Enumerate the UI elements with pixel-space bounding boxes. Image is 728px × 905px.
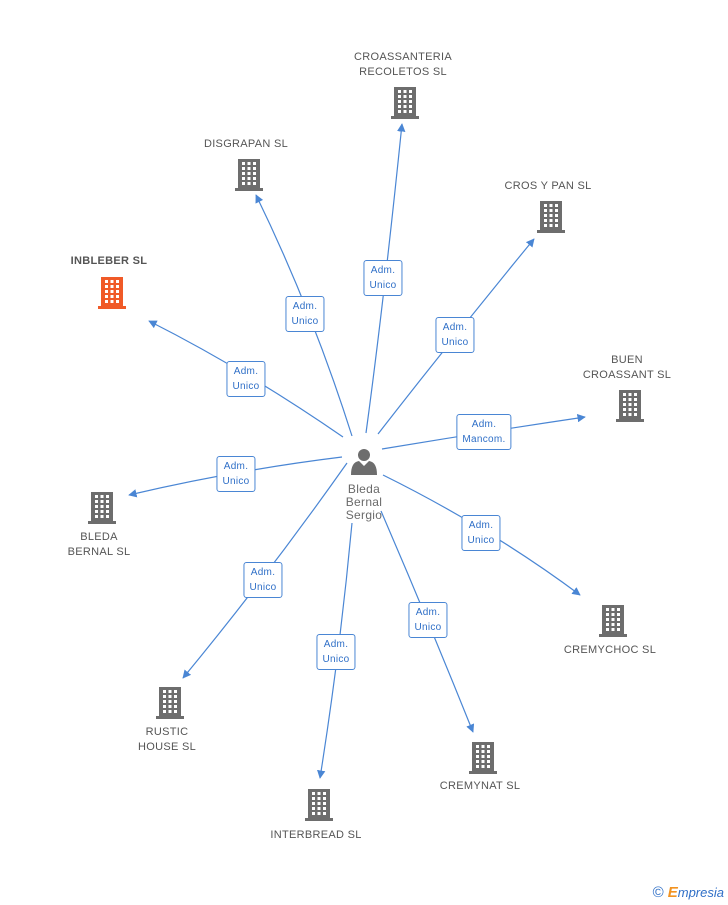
company-label-disgrapan[interactable]: DISGRAPAN SL [203,138,289,150]
company-label-interbread[interactable]: INTERBREAD SL [270,829,362,841]
company-label-buen-croassant[interactable]: BUEN CROASSANT SL [582,354,672,381]
company-label-cremynat[interactable]: CREMYNAT SL [439,780,521,792]
brand-name: mpresia [677,885,724,900]
relation-tag-cremychoc[interactable]: Adm. Unico [461,515,501,551]
relation-tag-line: Unico [414,622,442,633]
company-label-bleda-bernal[interactable]: BLEDA BERNAL SL [67,531,131,558]
edges-layer [128,123,586,779]
relation-tag-line: Unico [222,476,250,487]
relation-tag-line: Adm. [468,520,494,531]
relation-tag-line: Adm. [250,567,276,578]
relation-tag-line: Adm. [370,265,396,276]
relation-tag-line: Mancom. [462,434,506,445]
relation-tag-disgrapan[interactable]: Adm. Unico [285,296,325,332]
company-label-inbleber[interactable]: INBLEBER SL [70,255,148,267]
building-icon[interactable] [469,742,497,774]
relation-tag-line: Adm. [415,607,441,618]
center-person-name[interactable]: Bleda Bernal Sergio [345,482,383,522]
building-icon[interactable] [599,605,627,637]
building-icon[interactable] [156,687,184,719]
nodes-layer [88,87,644,821]
relation-tag-line: Adm. [233,366,259,377]
building-icon[interactable] [616,390,644,422]
relation-tag-bleda-bernal[interactable]: Adm. Unico [216,456,256,492]
building-icon[interactable] [391,87,419,119]
relation-tag-line: Unico [291,316,319,327]
relation-tag-line: Adm. [223,461,249,472]
relation-tag-line: Unico [441,337,469,348]
copyright-icon: © [652,884,664,901]
building-icon[interactable] [88,492,116,524]
company-label-croassanteria-recoletos[interactable]: CROASSANTERIA RECOLETOS SL [353,51,453,78]
building-icon[interactable] [537,201,565,233]
building-icon[interactable] [305,789,333,821]
relation-tag-line: Adm. [471,419,497,430]
building-icon[interactable] [235,159,263,191]
relation-tag-croassanteria-recoletos[interactable]: Adm. Unico [363,260,403,296]
relation-tag-line: Unico [467,535,495,546]
relation-tag-line: Adm. [323,639,349,650]
relation-tag-line: Unico [369,280,397,291]
relation-tag-line: Unico [232,381,260,392]
relation-tag-inbleber[interactable]: Adm. Unico [226,361,266,397]
relation-tag-cremynat[interactable]: Adm. Unico [408,602,448,638]
building-icon[interactable] [98,277,126,309]
company-label-cros-y-pan[interactable]: CROS Y PAN SL [504,180,592,192]
relation-tag-cros-y-pan[interactable]: Adm. Unico [435,317,475,353]
brand-initial: E [667,884,678,901]
company-label-cremychoc[interactable]: CREMYCHOC SL [563,644,657,656]
relation-tag-line: Adm. [442,322,468,333]
relation-tag-line: Adm. [292,301,318,312]
relation-tag-line: Unico [249,582,277,593]
brand-logo[interactable]: Empresia [668,884,724,901]
relation-tag-buen-croassant[interactable]: Adm. Mancom. [456,414,512,450]
relation-tag-interbread[interactable]: Adm. Unico [316,634,356,670]
relation-tag-line: Unico [322,654,350,665]
company-label-rustic-house[interactable]: RUSTIC HOUSE SL [137,726,197,753]
relation-tag-rustic-house[interactable]: Adm. Unico [243,562,283,598]
footer-brand: © Empresia [653,884,724,901]
person-icon[interactable] [351,449,377,475]
